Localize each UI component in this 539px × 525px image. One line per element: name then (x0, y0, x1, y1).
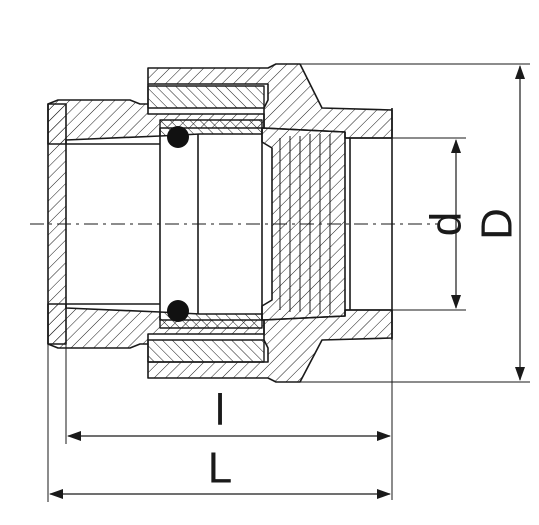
dimension-d-label: d (422, 212, 471, 236)
clamp-ring-upper (147, 85, 265, 109)
o-ring-seal-bottom (167, 300, 189, 322)
o-ring-seal-top (167, 126, 189, 148)
dimension-d: d (392, 137, 471, 311)
dimension-L-label: L (208, 444, 232, 493)
dimension-l-label: l (215, 386, 225, 435)
dimension-D-label: D (473, 208, 522, 240)
dimension-D: D (300, 63, 530, 383)
dimension-l: l (65, 340, 393, 500)
dimension-L: L (47, 344, 391, 502)
clamp-ring-lower (147, 339, 265, 363)
